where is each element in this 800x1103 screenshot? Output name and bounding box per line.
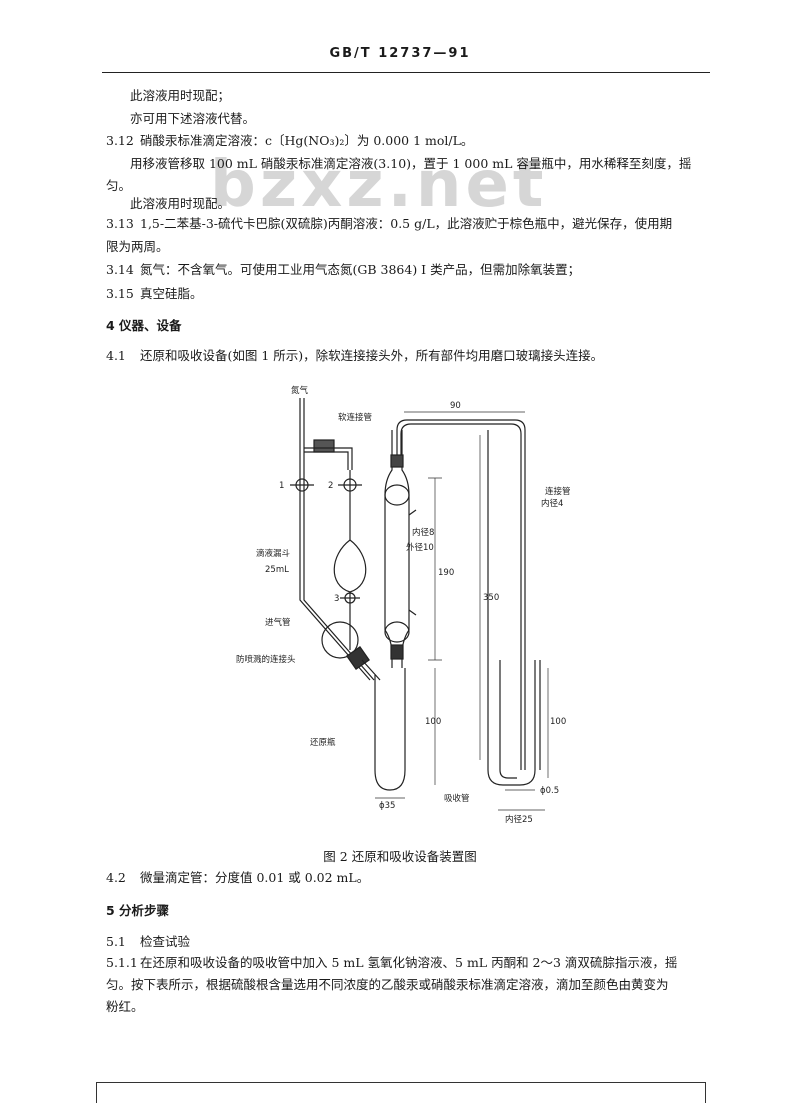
connecting-tube: [396, 419, 526, 770]
label-dim-190: 190: [438, 568, 454, 578]
branch-line: [304, 447, 353, 470]
clause-number: 3.15: [106, 286, 134, 301]
section-heading-4: 4 仪器、设备: [106, 318, 182, 333]
paragraph-line: 粉红。: [106, 999, 144, 1014]
clause-text: 检查试验: [140, 934, 191, 949]
figure-caption: 图 2 还原和吸收设备装置图: [323, 849, 477, 864]
label-dim-90: 90: [450, 401, 461, 411]
reduction-flask-shape: [374, 668, 406, 791]
clause-number: 3.13: [106, 216, 134, 231]
label-nitrogen: 氮气: [291, 385, 309, 396]
clause-text: 真空硅脂。: [140, 286, 203, 301]
label-connect-tube: 连接管: [545, 486, 571, 497]
paragraph-line: 限为两周。: [106, 239, 169, 254]
clause-4-1: 4.1 还原和吸收设备(如图 1 所示)，除软连接接头外，所有部件均用磨口玻璃接头…: [106, 348, 603, 364]
standard-code-header: GB/T 12737—91: [329, 46, 471, 61]
clause-number: 3.12: [106, 133, 134, 148]
clause-3-15: 3.15 真空硅脂。: [106, 286, 203, 302]
label-absorb: 吸收管: [444, 793, 470, 804]
clause-number: 5.1.1: [106, 955, 138, 970]
label-dim-100a: 100: [425, 717, 441, 727]
label-outer10: 外径10: [406, 542, 434, 553]
watermark: bzxz.net: [210, 148, 548, 222]
upper-bulb: [384, 484, 410, 506]
bottom-frame: [96, 1082, 706, 1103]
clause-3-12: 3.12 硝酸汞标准滴定溶液：c〔Hg(NO₃)₂〕为 0.000 1 mol/L…: [106, 133, 473, 149]
clamp-joint: [346, 646, 370, 670]
label-inner4: 内径4: [541, 498, 563, 509]
label-funnel-volume: 25mL: [265, 565, 289, 575]
clause-text: 1,5-二苯基-3-硫代卡巴腙(双硫腙)丙酮溶液：0.5 g/L，此溶液贮于棕色…: [140, 216, 673, 231]
clause-3-14: 3.14 氮气：不含氧气。可使用工业用气态氮(GB 3864) I 类产品，但需加…: [106, 262, 580, 278]
clause-number: 5.1: [106, 934, 126, 949]
label-stopcock-2: 2: [328, 481, 333, 491]
clause-number: 4.1: [106, 348, 126, 363]
paragraph-line: 此溶液用时现配；: [130, 88, 231, 103]
clause-number: 3.14: [106, 262, 134, 277]
upper-joint: [390, 454, 404, 468]
label-inlet: 进气管: [265, 617, 291, 628]
clause-number: 4.2: [106, 870, 126, 885]
section-heading-5: 5 分析步骤: [106, 903, 170, 918]
lower-bulb: [384, 621, 410, 643]
paragraph-line: 此溶液用时现配。: [130, 196, 231, 211]
inlet-line: [299, 455, 375, 681]
paragraph-line: 匀。按下表所示，根据硫酸根含量选用不同浓度的乙酸汞或硝酸汞标准滴定溶液，滴加至颜…: [106, 977, 669, 992]
paragraph-line: 用移液管移取 100 mL 硝酸汞标准滴定溶液(3.10)，置于 1 000 m…: [130, 156, 692, 171]
clause-text: 在还原和吸收设备的吸收管中加入 5 mL 氢氧化钠溶液、5 mL 丙酮和 2～3…: [140, 955, 678, 970]
soft-joint-shape: [313, 439, 335, 453]
paragraph-line: 匀。: [106, 178, 132, 193]
label-d35: ϕ35: [379, 801, 395, 811]
label-funnel: 滴液漏斗: [256, 548, 291, 559]
clause-text: 硝酸汞标准滴定溶液：c〔Hg(NO₃)₂〕为 0.000 1 mol/L。: [140, 133, 474, 148]
clause-3-13: 3.13 1,5-二苯基-3-硫代卡巴腙(双硫腙)丙酮溶液：0.5 g/L，此溶液…: [106, 216, 672, 232]
absorption-tube-shape: [487, 430, 536, 786]
label-dim-350: 350: [483, 593, 499, 603]
clause-4-2: 4.2 微量滴定管：分度值 0.01 或 0.02 mL。: [106, 870, 369, 886]
splash-sphere: [321, 621, 359, 659]
label-dim-100b: 100: [550, 717, 566, 727]
label-stopcock-1: 1: [279, 481, 284, 491]
dropping-funnel-shape: [333, 539, 367, 593]
header-rule: [102, 72, 710, 73]
nitrogen-inlet-tube: [299, 398, 305, 455]
label-stopcock-3: 3: [334, 594, 339, 604]
label-inner25: 内径25: [505, 814, 533, 825]
clause-5-1: 5.1 检查试验: [106, 934, 190, 950]
paragraph-line: 亦可用下述溶液代替。: [130, 111, 256, 126]
clause-text: 微量滴定管：分度值 0.01 或 0.02 mL。: [140, 870, 370, 885]
clause-text: 还原和吸收设备(如图 1 所示)，除软连接接头外，所有部件均用磨口玻璃接头连接。: [140, 348, 604, 363]
label-clamp: 防喷溅的连接头: [236, 654, 296, 665]
label-flask: 还原瓶: [310, 737, 336, 748]
label-soft-joint: 软连接管: [338, 412, 372, 423]
label-d05: ϕ0.5: [540, 786, 559, 796]
clause-text: 氮气：不含氧气。可使用工业用气态氮(GB 3864) I 类产品，但需加除氧装置…: [140, 262, 581, 277]
ground-joint: [390, 644, 404, 660]
label-inner8: 内径8: [412, 527, 434, 538]
